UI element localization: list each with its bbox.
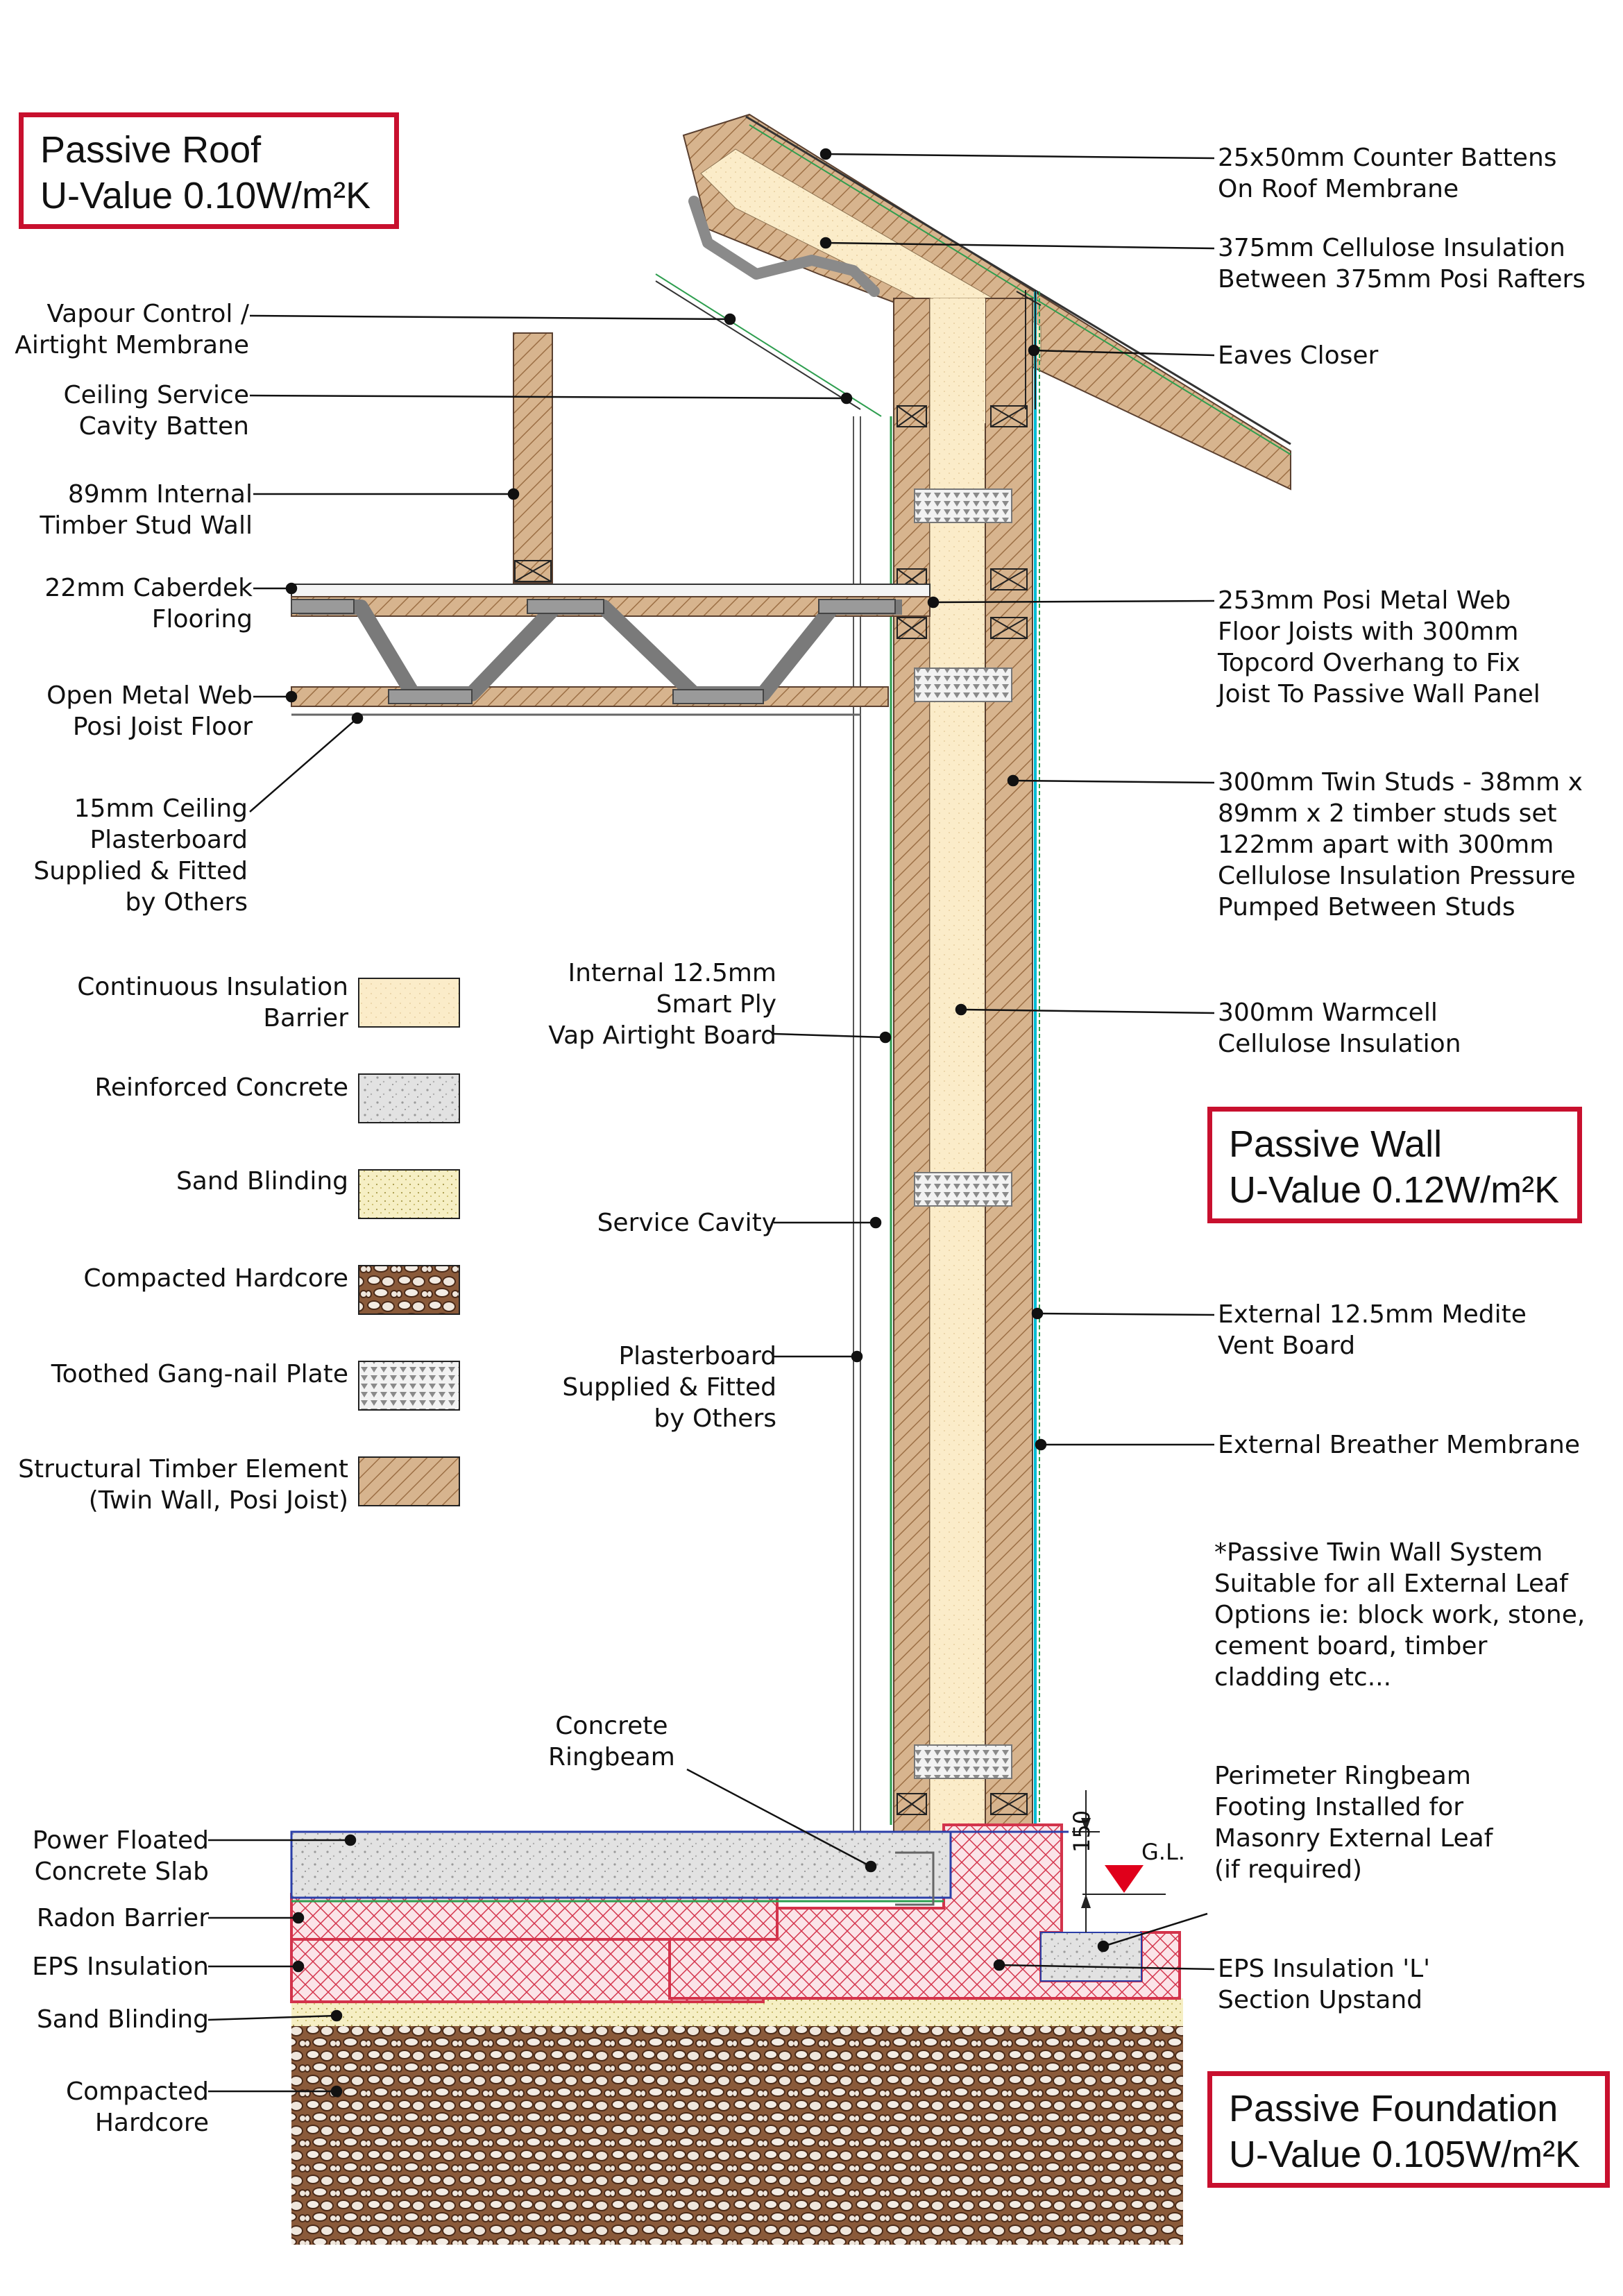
swatch-timber: [358, 1456, 460, 1506]
wall-blocking-crosses: [897, 405, 1028, 1815]
label-breather-membrane: External Breather Membrane: [1218, 1431, 1580, 1459]
perimeter-ringbeam: [1040, 1932, 1142, 1982]
swatch-insulation: [358, 978, 460, 1028]
gangnail-plate-1: [914, 488, 1012, 523]
gangnail-plate-2: [914, 667, 1012, 702]
legend-swatches: [358, 978, 460, 1506]
legend-label-timber: Structural Timber Element(Twin Wall, Pos…: [18, 1455, 348, 1515]
vapour-control-line: [655, 273, 882, 417]
foundation-title-line2: U-Value 0.105W/m²K: [1229, 2134, 1581, 2175]
ground-level-label: G.L.: [1141, 1839, 1185, 1865]
gangnail-plate-4: [914, 1744, 1012, 1779]
ceiling-line-sloped: [655, 280, 861, 410]
label-service-cavity: Service Cavity: [597, 1209, 776, 1237]
label-eps-insulation: EPS Insulation: [32, 1953, 209, 1981]
internal-stud-wall: [513, 332, 553, 584]
swatch-sand: [358, 1169, 460, 1219]
legend-label-concrete: Reinforced Concrete: [94, 1073, 348, 1102]
label-vapour-control: Vapour Control /Airtight Membrane: [15, 300, 249, 359]
swatch-concrete: [358, 1073, 460, 1123]
swatch-hardcore: [358, 1265, 460, 1315]
label-eps-l-section: EPS Insulation 'L'Section Upstand: [1218, 1955, 1431, 2014]
foundation-assembly: [290, 1823, 1183, 2245]
dimension-150: 150: [1069, 1810, 1095, 1853]
roof-title-box: Passive Roof U-Value 0.10W/m²K: [19, 112, 399, 229]
label-eaves-closer: Eaves Closer: [1218, 341, 1379, 370]
gl-triangle: [1105, 1865, 1144, 1893]
legend-label-gangnail: Toothed Gang-nail Plate: [51, 1360, 348, 1388]
roof-membrane-line: [749, 124, 1291, 455]
wall-insulation-upper: [933, 298, 985, 423]
legend-label-sand: Sand Blinding: [176, 1167, 348, 1196]
ground-level-marker: [1072, 1790, 1166, 1932]
gangnail-plate-3: [914, 1172, 1012, 1207]
internal-stud: [513, 332, 553, 584]
gutter: [688, 196, 880, 297]
concrete-slab: [290, 1830, 952, 1899]
label-radon-barrier: Radon Barrier: [36, 1904, 209, 1932]
foundation-title-line1: Passive Foundation: [1229, 2088, 1558, 2129]
wall-insulation: [929, 298, 986, 1832]
wall-assembly: [853, 290, 1042, 1832]
leader-lines: [207, 148, 1215, 2098]
caberdek-flooring: [291, 584, 931, 597]
bottom-chord: [291, 686, 889, 707]
wall-title-line1: Passive Wall: [1229, 1123, 1443, 1165]
metal-web: [298, 599, 902, 701]
roof-title-line2: U-Value 0.10W/m²K: [40, 175, 371, 216]
outer-stud: [985, 298, 1033, 1832]
label-sand-blinding: Sand Blinding: [36, 2005, 209, 2034]
web-plates: [291, 599, 896, 704]
rebar: [895, 1851, 935, 1906]
legend-label-hardcore: Compacted Hardcore: [83, 1264, 348, 1293]
inner-stud: [893, 298, 931, 1832]
wall-title-box: Passive Wall U-Value 0.12W/m²K: [1207, 1107, 1582, 1223]
wall-title-line2: U-Value 0.12W/m²K: [1229, 1169, 1560, 1211]
floor-assembly: [291, 584, 931, 716]
roof-title-line1: Passive Roof: [40, 129, 262, 171]
swatch-gangnail: [358, 1361, 460, 1411]
foundation-title-box: Passive Foundation U-Value 0.105W/m²K: [1207, 2071, 1610, 2188]
counter-batten-line: [745, 115, 1291, 445]
hardcore-layer: [291, 2016, 1183, 2245]
